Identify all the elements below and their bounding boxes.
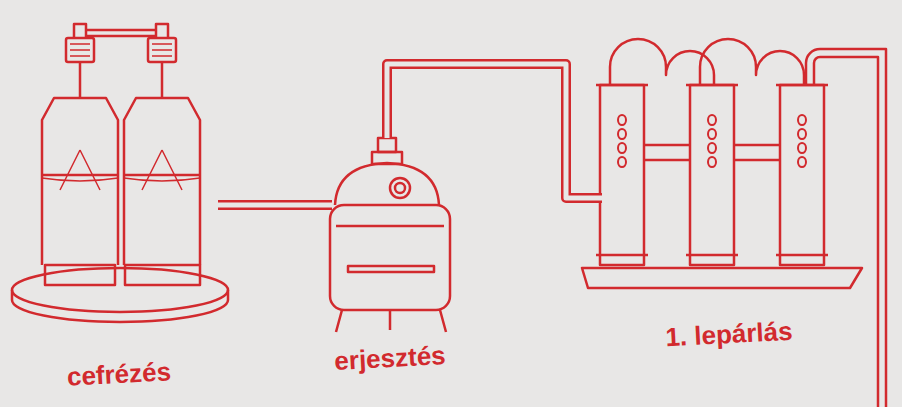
column-hole [618, 129, 626, 139]
column-hole [618, 157, 626, 167]
column-hole [618, 143, 626, 153]
column-hole [708, 115, 716, 125]
column-hole [708, 157, 716, 167]
column-hole [798, 157, 806, 167]
distillation-columns [582, 39, 886, 407]
pipe-connector [387, 64, 602, 198]
column-hole [708, 129, 716, 139]
pipe-outline [218, 200, 332, 210]
mash-vessels [12, 24, 228, 322]
column-hole [618, 115, 626, 125]
pipe-connector [218, 205, 332, 206]
fermentation-tank [330, 138, 450, 332]
pipe-outline [387, 64, 602, 198]
column-hole [798, 115, 806, 125]
column-hole [798, 129, 806, 139]
step-label: 1. lepárlás [665, 316, 794, 354]
step-label: erjesztés [334, 340, 447, 377]
equipment-node: erjesztés [322, 136, 458, 374]
column-hole [708, 143, 716, 153]
column-hole [798, 143, 806, 153]
pipe-inner [218, 203, 332, 208]
step-label: cefrézés [66, 356, 172, 392]
pipe-inner [387, 64, 602, 198]
equipment-node: 1. lepárlás [596, 58, 862, 350]
equipment-node: cefrézés [12, 18, 226, 390]
